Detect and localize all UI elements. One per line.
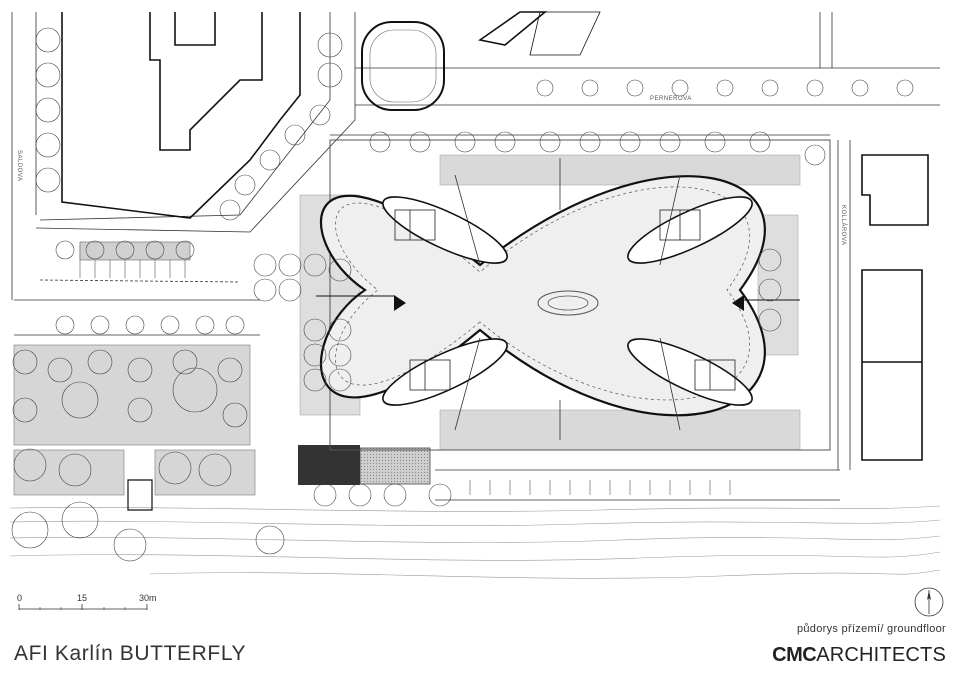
trees	[11, 27, 914, 562]
neighbouring-buildings	[61, 11, 929, 511]
firm-logo-bold: CMC	[772, 644, 817, 666]
site-plan-drawing: PERNEROVA SALDOVA KOLLÁROVA	[9, 11, 941, 579]
floor-label: půdorys přízemí/ groundfloor	[796, 623, 946, 635]
terrain-contours	[9, 505, 941, 579]
firm-logo: CMCARCHITECTS	[772, 644, 946, 667]
street-label-east: KOLLÁROVA	[840, 205, 847, 245]
project-title: AFI Karlín BUTTERFLY	[14, 642, 247, 665]
street-label-north: PERNEROVA	[650, 96, 692, 102]
firm-logo-light: ARCHITECTS	[816, 644, 946, 666]
street-lines	[11, 12, 940, 501]
scale-bar	[18, 604, 148, 610]
sports-field	[361, 21, 445, 111]
parking-stalls	[79, 241, 731, 495]
scale-tick-15: 15	[77, 593, 88, 603]
entrance-west-arrow	[394, 295, 406, 311]
north-arrow-icon	[914, 587, 944, 617]
street-label-west: SALDOVA	[16, 150, 22, 181]
scale-tick-0: 0	[17, 593, 23, 603]
butterfly-building	[316, 158, 800, 440]
entrance-east-arrow	[732, 295, 744, 311]
scale-tick-30: 30m	[139, 593, 157, 603]
